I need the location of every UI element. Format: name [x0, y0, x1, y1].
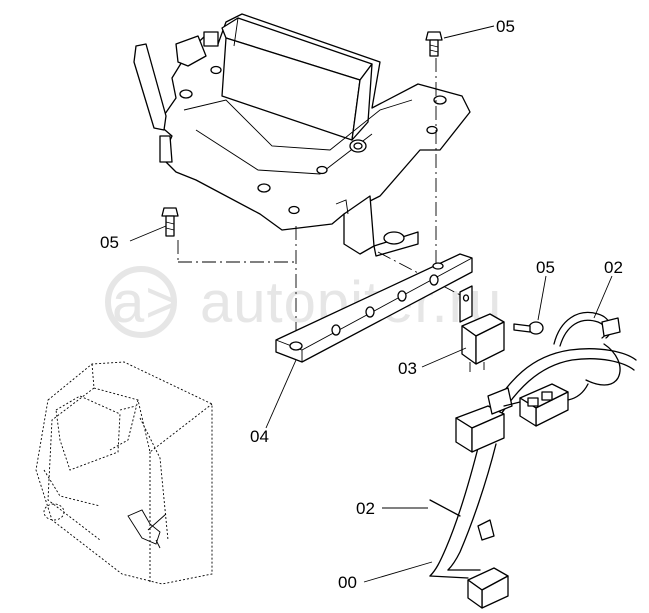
- cab-outline: [35, 361, 213, 585]
- wire-harness: [429, 311, 637, 609]
- bolt-icon: [528, 321, 544, 335]
- callout-05-left: 05: [100, 233, 119, 252]
- callout-03: 03: [398, 359, 417, 378]
- callout-02-bottom: 02: [356, 499, 375, 518]
- callouts: 05 05 05 02 03 04 02 00: [100, 17, 623, 592]
- center-lines: [177, 58, 467, 336]
- bolt-icon: [425, 31, 443, 41]
- bolt-top: [425, 31, 443, 57]
- relay: [459, 285, 505, 372]
- callout-02-top: 02: [604, 258, 623, 277]
- callout-04: 04: [250, 427, 269, 446]
- bolt-left: [161, 207, 179, 237]
- callout-05-right: 05: [536, 258, 555, 277]
- relay-bar: [275, 253, 473, 363]
- callout-05-top: 05: [496, 17, 515, 36]
- callout-00: 00: [338, 573, 357, 592]
- bolt-icon: [161, 207, 179, 217]
- watermark-glyph: a>: [112, 270, 180, 335]
- leader-lines: [129, 25, 613, 583]
- bolt-right: [513, 321, 544, 335]
- mounting-bracket: [133, 13, 471, 257]
